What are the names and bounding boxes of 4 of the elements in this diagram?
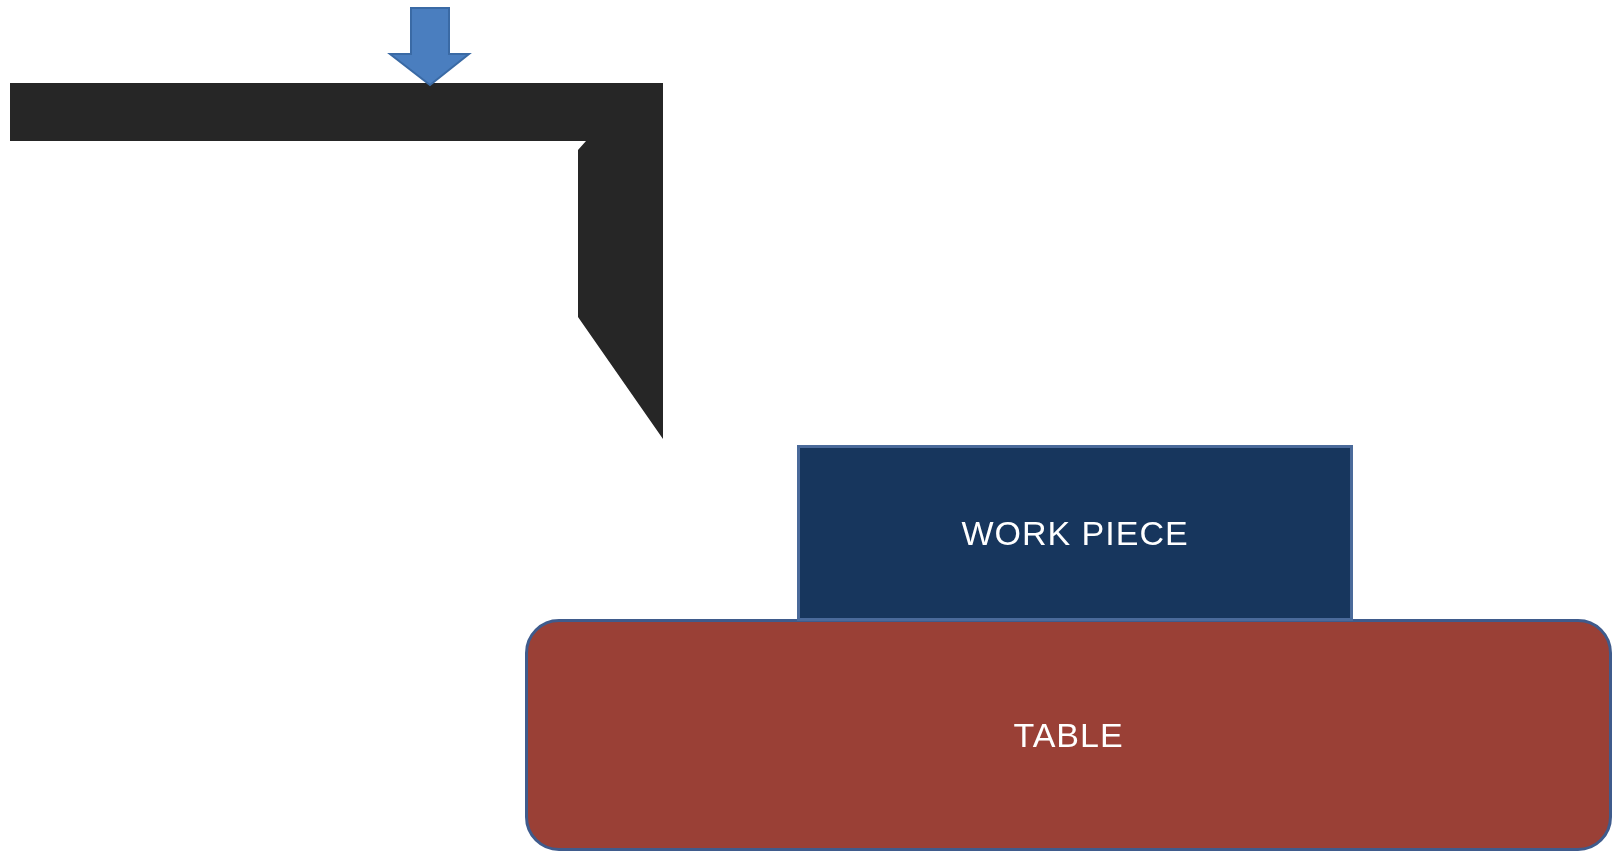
work-piece-block: [797, 445, 1353, 621]
block-label: WORK PIECE: [961, 513, 1189, 553]
block-label: TABLE: [1013, 715, 1124, 755]
table-block: [525, 619, 1612, 851]
